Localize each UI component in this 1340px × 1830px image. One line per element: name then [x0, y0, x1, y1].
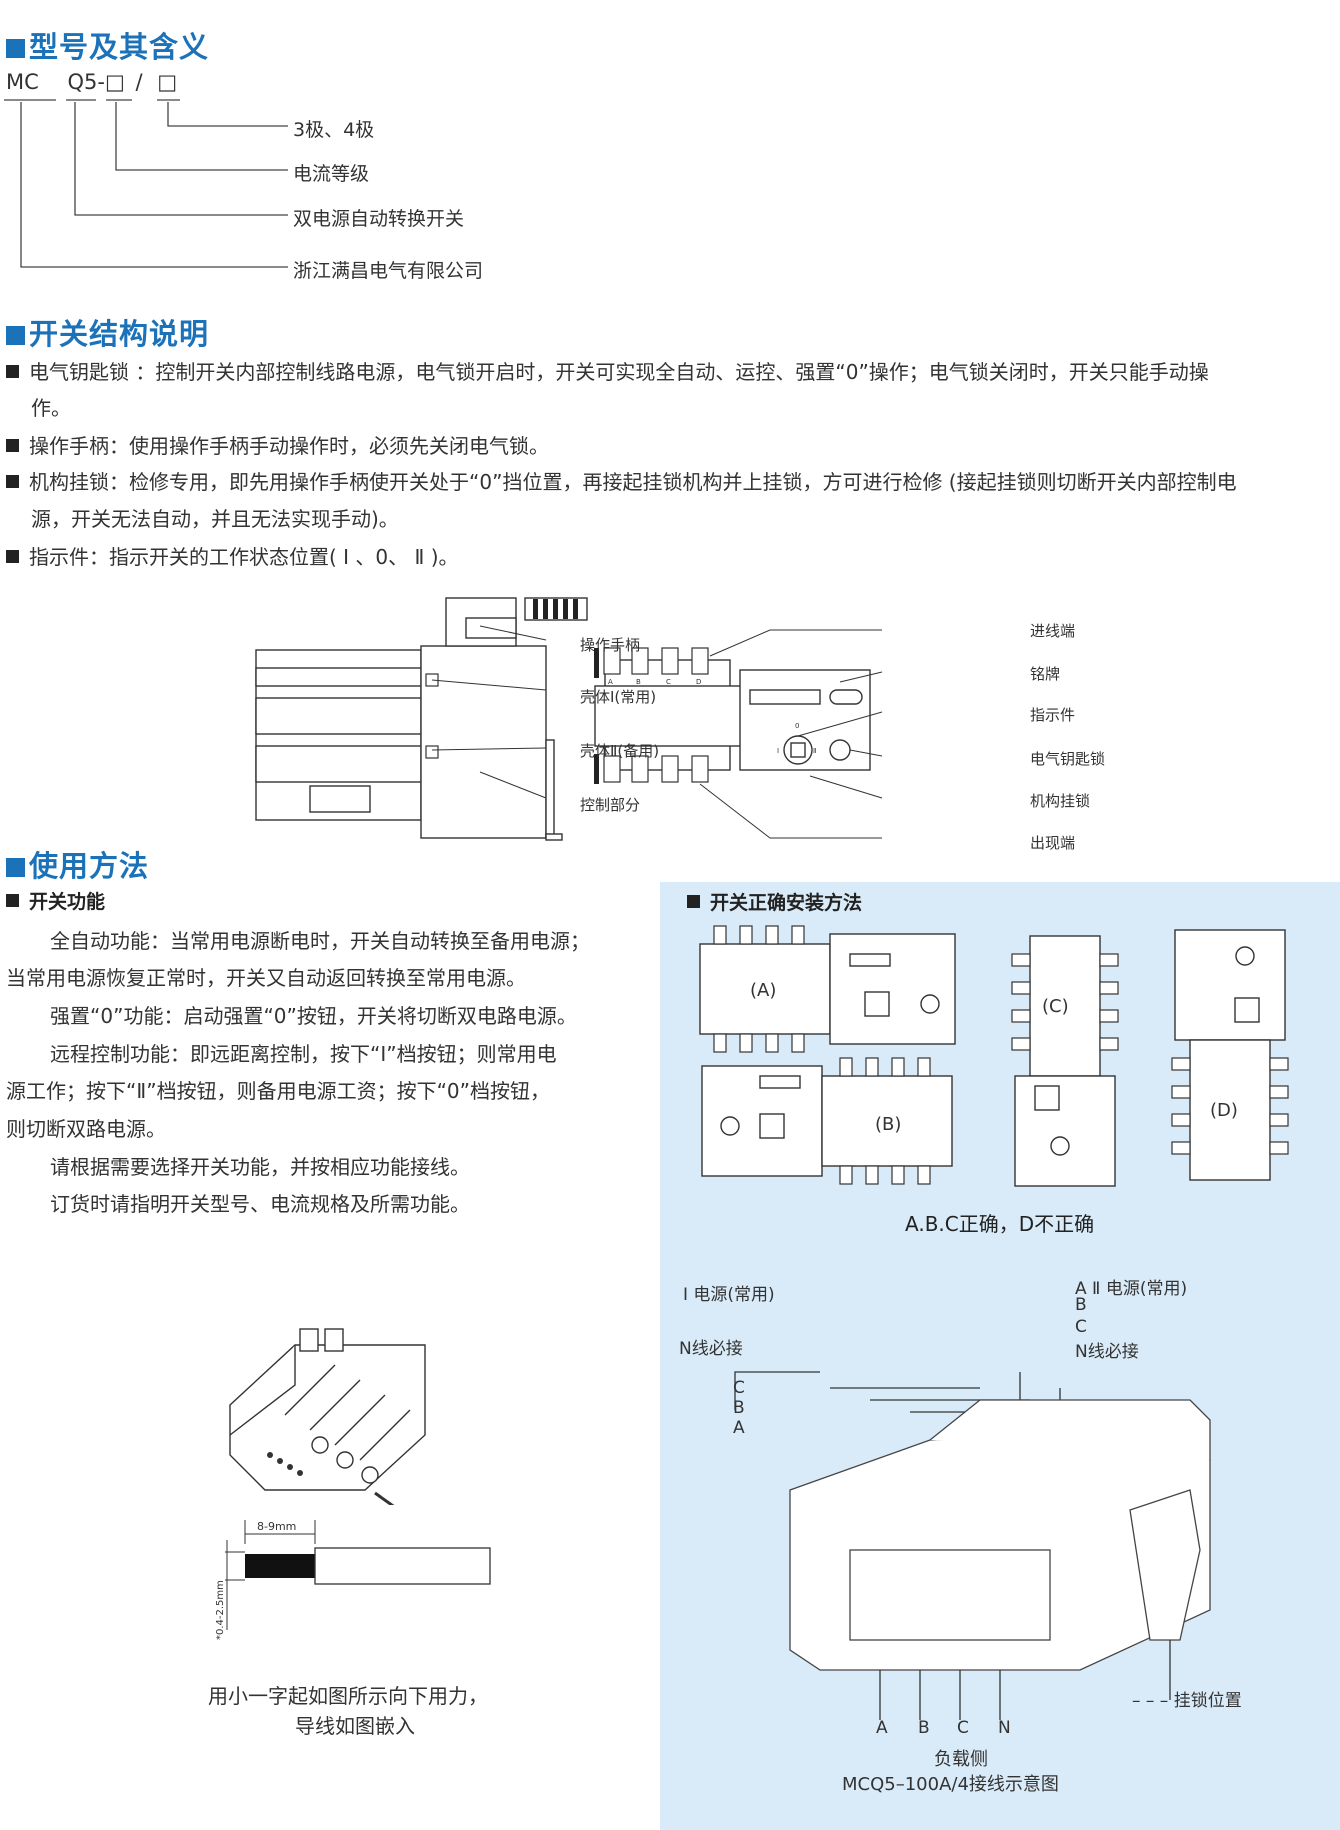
terminal-label-c: C: [666, 678, 671, 686]
diagram-d-body: [1174, 929, 1286, 1041]
terminal-block-drawing: [229, 1328, 426, 1505]
wiring-label-load-side: 负载侧: [934, 1749, 988, 1770]
wiring-diagram: [734, 1371, 1211, 1720]
model-code-leader-lines: [4, 99, 288, 268]
switch-structure-diagram: A B C D 0 Ⅰ Ⅱ: [255, 597, 883, 841]
usage-line-2: 当常用电源恢复正常时，开关又自动返回转换至常用电源。: [6, 966, 526, 990]
label-housing-2: 壳体Ⅱ(备用): [580, 742, 660, 760]
indicator-mark-zero: 0: [795, 722, 799, 730]
label-indicator: 指示件: [1030, 706, 1076, 724]
label-outgoing-terminal: 出现端: [1030, 834, 1076, 852]
install-orientation-diagrams: (A) (B) (C) (D): [699, 925, 1289, 1187]
square-bullet-icon: [6, 894, 19, 907]
structure-item-indicator: 指示件：指示开关的工作状态位置( Ⅰ 、0、 Ⅱ )。: [6, 541, 459, 570]
usage-line-4: 远程控制功能：即远距离控制，按下“Ⅰ”档按钮；则常用电: [50, 1042, 557, 1066]
model-code: MC Q5-□ / □: [6, 70, 177, 94]
square-bullet-icon: [6, 550, 19, 563]
diagram-tag-a: (A): [750, 980, 776, 1001]
usage-line-3: 强置“0”功能：启动强置“0”按钮，开关将切断双电路电源。: [50, 1004, 577, 1028]
wiring-label-load-b: B: [918, 1718, 930, 1738]
model-code-q5: Q5-: [67, 70, 105, 94]
wiring-label-source-2-b: B: [1075, 1295, 1087, 1315]
diagram-a-body: [699, 943, 831, 1035]
square-bullet-icon: [6, 365, 19, 378]
terminal-label-b: B: [636, 678, 641, 686]
indicator-mark-one: Ⅰ: [777, 747, 779, 755]
indicator-mark-two: Ⅱ: [813, 747, 816, 755]
model-label-type: 双电源自动转换开关: [293, 208, 465, 230]
diagram-tag-b: (B): [875, 1114, 901, 1135]
section-title-usage: 使用方法: [6, 843, 149, 885]
square-bullet-icon: [6, 326, 25, 345]
structure-item-key-lock-cont: 作。: [31, 396, 71, 420]
usage-line-6: 则切断双路电源。: [6, 1117, 166, 1141]
usage-line-5: 源工作；按下“Ⅱ”档按钮，则备用电源工资；按下“0”档按钮，: [6, 1079, 551, 1103]
wire-caption-line-2: 导线如图嵌入: [295, 1714, 415, 1738]
label-padlock: 机构挂锁: [1030, 792, 1091, 810]
model-label-poles: 3极、4极: [293, 119, 375, 141]
wiring-label-source-1-neutral: N线必接: [679, 1339, 743, 1359]
terminal-label-d: D: [696, 678, 701, 686]
square-bullet-icon: [6, 858, 25, 877]
structure-item-padlock: 机构挂锁：检修专用，即先用操作手柄使开关处于“0”挡位置，再接起挂锁机构并上挂锁…: [6, 466, 1237, 495]
wire-strip-drawing: 8-9mm *0.4-2.5mm: [215, 1520, 491, 1640]
square-bullet-icon: [6, 475, 19, 488]
diagram-c-body: [1029, 935, 1101, 1077]
model-label-current: 电流等级: [293, 163, 370, 185]
wiring-label-source-2-line: A Ⅱ 电源(常用): [1075, 1274, 1187, 1299]
wiring-label-load-c: C: [957, 1718, 969, 1738]
wire-caption-line-1: 用小一字起如图所示向下用力，: [208, 1684, 488, 1708]
section-title-structure: 开关结构说明: [6, 311, 209, 353]
structure-item-padlock-cont: 源，开关无法自动，并且无法实现手动)。: [31, 507, 399, 531]
wiring-label-source-2-c: C: [1075, 1317, 1087, 1337]
wiring-label-source-1-c: C: [733, 1378, 745, 1398]
wiring-label-padlock-position: – – – 挂锁位置: [1132, 1691, 1242, 1711]
structure-item-handle: 操作手柄：使用操作手柄手动操作时，必须先关闭电气锁。: [6, 430, 549, 459]
strip-length-dimension: 8-9mm: [257, 1520, 296, 1533]
label-control-part: 控制部分: [580, 796, 641, 814]
model-code-mc: MC: [6, 70, 39, 94]
square-bullet-icon: [6, 39, 25, 58]
install-caption: A.B.C正确，D不正确: [905, 1212, 1095, 1236]
structure-item-key-lock: 电气钥匙锁 ：控制开关内部控制线路电源，电气锁开启时，开关可实现全自动、运控、强…: [6, 356, 1209, 385]
square-bullet-icon: [6, 439, 19, 452]
wire-diameter-dimension: *0.4-2.5mm: [215, 1580, 226, 1640]
model-label-company: 浙江满昌电气有限公司: [293, 260, 484, 282]
label-incoming-terminal: 进线端: [1030, 622, 1076, 640]
wiring-label-source-1: Ⅰ 电源(常用): [683, 1285, 775, 1305]
wiring-label-source-1-a: A: [733, 1418, 745, 1438]
usage-line-1: 全自动功能：当常用电源断电时，开关自动转换至备用电源；: [50, 929, 590, 953]
diagram-tag-d: (D): [1210, 1100, 1238, 1121]
wiring-diagram-title: MCQ5–100A/4接线示意图: [842, 1774, 1059, 1795]
label-operating-handle: 操作手柄: [580, 636, 641, 654]
terminal-label-a: A: [608, 678, 613, 686]
wiring-label-source-2-neutral: N线必接: [1075, 1342, 1139, 1362]
diagram-tag-c: (C): [1042, 996, 1069, 1017]
label-key-lock: 电气钥匙锁: [1030, 750, 1106, 768]
wiring-label-source-2-a: A: [1075, 1279, 1087, 1299]
label-nameplate: 铭牌: [1030, 665, 1061, 683]
model-code-box-current: □: [104, 70, 125, 94]
section-title-model: 型号及其含义: [6, 24, 209, 66]
usage-subhead: 开关功能: [6, 887, 105, 914]
square-bullet-icon: [687, 895, 700, 908]
wiring-label-load-n: N: [998, 1718, 1011, 1738]
wiring-label-load-a: A: [876, 1718, 888, 1738]
model-code-box-poles: □: [157, 70, 178, 94]
label-housing-1: 壳体Ⅰ(常用): [580, 688, 657, 706]
usage-line-8: 订货时请指明开关型号、电流规格及所需功能。: [50, 1192, 470, 1216]
wiring-label-source-1-b: B: [733, 1398, 745, 1418]
wiring-label-source-2: Ⅱ 电源(常用): [1092, 1279, 1188, 1299]
usage-line-7: 请根据需要选择开关功能，并按相应功能接线。: [50, 1155, 470, 1179]
install-title: 开关正确安装方法: [687, 888, 862, 915]
model-code-slash: /: [135, 70, 143, 94]
